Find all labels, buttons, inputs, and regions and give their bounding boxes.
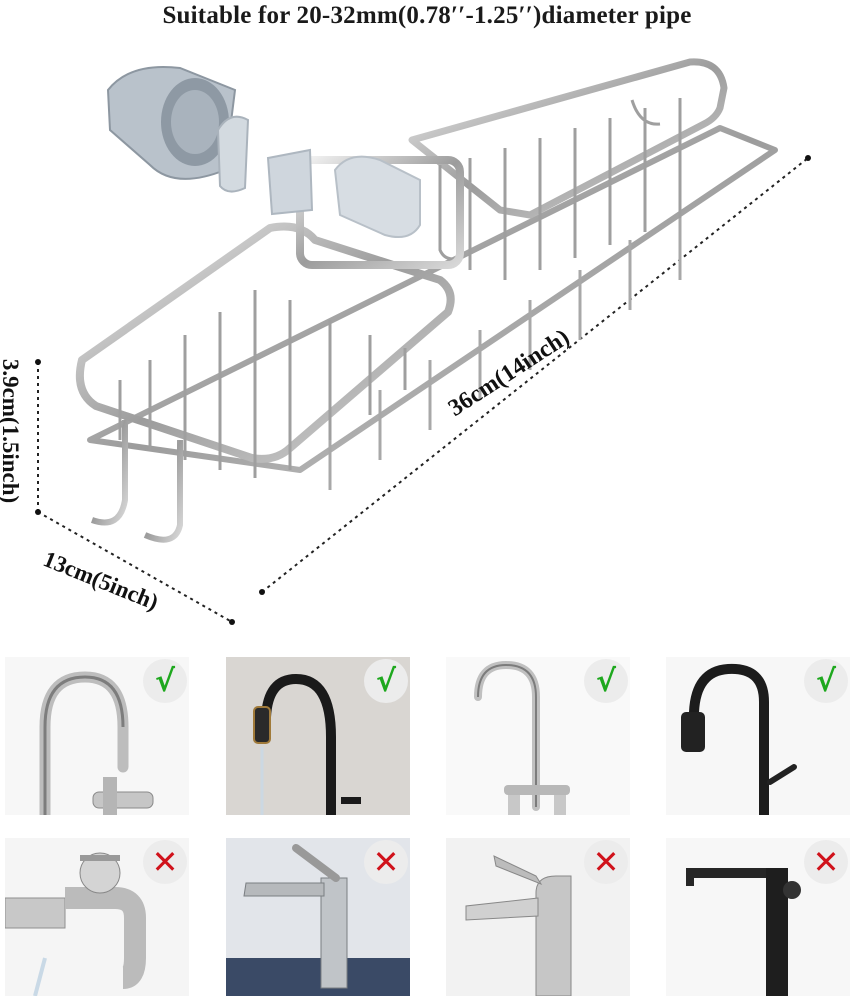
- unsuitable-cross-icon: ✕: [804, 840, 848, 884]
- suitable-check-icon: √: [584, 659, 628, 703]
- suitable-faucet-4: √: [666, 657, 850, 815]
- unsuitable-cross-icon: ✕: [584, 840, 628, 884]
- unsuitable-cross-icon: ✕: [143, 840, 187, 884]
- unsuitable-faucet-1: ✕: [5, 838, 189, 996]
- suitable-check-icon: √: [804, 659, 848, 703]
- pipe-mount-clamp: [266, 148, 464, 269]
- unsuitable-faucet-4: ✕: [666, 838, 850, 996]
- unsuitable-faucet-2: ✕: [226, 838, 410, 996]
- page-title: Suitable for 20-32mm(0.78′′-1.25′′)diame…: [162, 2, 692, 29]
- height-dimension-label: 3.9cm(1.5inch): [0, 358, 24, 504]
- suitable-check-icon: √: [364, 659, 408, 703]
- black-vessel-faucet-icon: [666, 838, 850, 996]
- suitable-faucet-2: √: [226, 657, 410, 815]
- suitable-check-icon: √: [143, 659, 187, 703]
- suitable-faucet-3: √: [446, 657, 630, 815]
- unsuitable-faucet-3: ✕: [446, 838, 630, 996]
- spacer-ring: [106, 65, 250, 193]
- suitable-faucet-1: √: [5, 657, 189, 815]
- dimension-lines: [37, 157, 809, 623]
- base-tray: [87, 125, 778, 473]
- product-illustration: [0, 36, 854, 636]
- unsuitable-cross-icon: ✕: [364, 840, 408, 884]
- right-basket: [408, 58, 728, 219]
- hooks: [90, 420, 183, 543]
